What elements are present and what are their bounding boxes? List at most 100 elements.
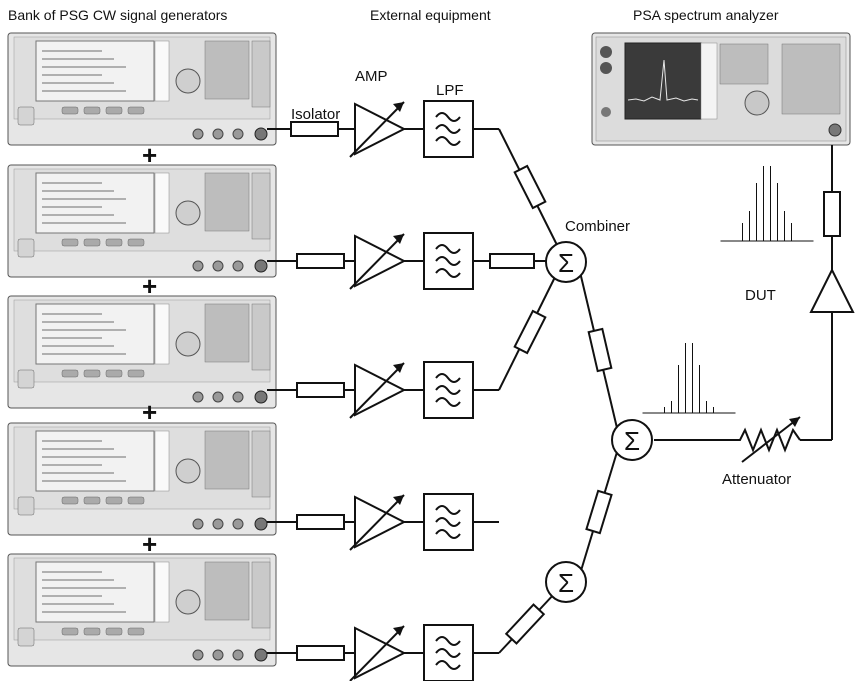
amplifier-chains [267,100,546,681]
dut-triangle [809,267,855,313]
signal-generator [7,553,277,667]
filter-symbol [435,636,461,646]
generator-key [61,369,79,378]
combiner-resistors [504,164,841,645]
generator-key [61,627,79,636]
generator-screen [35,561,155,623]
amplifier-chain [267,100,499,158]
generator-power-switch [17,106,35,126]
generator-knob [175,68,201,94]
analyzer-rf-input [828,123,842,137]
variable-gain-arrowhead [393,363,404,373]
generator-connector [232,391,244,403]
variable-gain-arrowhead [393,102,404,112]
attenuator [733,416,801,463]
combiner-top: Σ [545,241,587,283]
signal-generator [7,32,277,146]
generator-connector [232,260,244,272]
resistor [513,309,547,355]
generator-connector [192,518,204,530]
analyzer-knob [744,90,770,116]
variable-gain-arrowhead [393,626,404,636]
generator-key [127,627,145,636]
filter-symbol [435,112,461,122]
resistor [504,603,546,645]
resistor [513,164,547,210]
generator-softkeys [154,40,170,102]
combiner-middle: Σ [611,419,653,461]
analyzer-power-button [600,46,612,58]
filter-symbol [435,397,461,407]
variable-gain-arrow [349,233,405,290]
variable-gain-arrow [349,101,405,158]
spectrum-analyzer [591,32,851,146]
resistor [823,191,841,237]
generator-key [127,106,145,115]
generator-softkeys [154,430,170,492]
filter-symbol [435,136,461,146]
generator-knob [175,589,201,615]
isolator-label: Isolator [291,106,340,123]
analyzer-screen [624,42,702,120]
generator-side-panel [251,430,271,498]
generator-connector [232,649,244,661]
generator-screen [35,40,155,102]
rf-output-connector [254,127,268,141]
generator-keypad [204,172,250,232]
generator-connector [212,128,224,140]
generator-key [105,238,123,247]
summing-junction [545,561,587,603]
generator-connector [192,260,204,272]
filter-symbol [435,660,461,670]
attenuator-resistor [733,427,801,453]
signal-generator [7,164,277,278]
generator-bank [7,32,277,667]
header-generators: Bank of PSG CW signal generators [8,7,227,23]
amplifier-triangle [354,234,407,288]
generator-connector [232,518,244,530]
generator-knob [175,458,201,484]
filter-symbol [435,385,461,395]
filter-symbol [435,517,461,527]
generator-key [83,238,101,247]
generator-key [127,369,145,378]
generator-connector [192,649,204,661]
generator-key [105,106,123,115]
combiner-bottom: Σ [545,561,587,603]
rf-output-connector [254,259,268,273]
generator-keypad [204,430,250,490]
generator-key [105,496,123,505]
plus-sign: + [142,271,157,301]
generator-knob [175,331,201,357]
signal-generator [7,295,277,409]
sigma-symbol: Σ [558,568,574,598]
filter-symbol [435,373,461,383]
generator-connector [212,649,224,661]
generator-softkeys [154,303,170,365]
generator-key [83,627,101,636]
analyzer-trace [627,59,699,102]
generator-power-switch [17,369,35,389]
analyzer-keypad [719,43,769,85]
attenuator-arrowhead [789,417,800,427]
mid-chain-wiring [473,253,546,269]
generator-softkeys [154,172,170,234]
generator-key [83,496,101,505]
generator-connector [212,391,224,403]
summing-junction [611,419,653,461]
generator-connector [232,128,244,140]
analyzer-keypad-right [781,43,841,115]
header-analyzer: PSA spectrum analyzer [633,7,779,23]
generator-key [83,369,101,378]
resistor [587,327,613,373]
sigma-symbol: Σ [624,426,640,456]
generator-key [127,496,145,505]
generator-connector [192,128,204,140]
generator-screen [35,172,155,234]
amplifier-triangle [354,363,407,417]
lpf-label: LPF [436,82,464,99]
filter-symbol [435,505,461,515]
generator-keypad [204,561,250,621]
generator-key [83,106,101,115]
